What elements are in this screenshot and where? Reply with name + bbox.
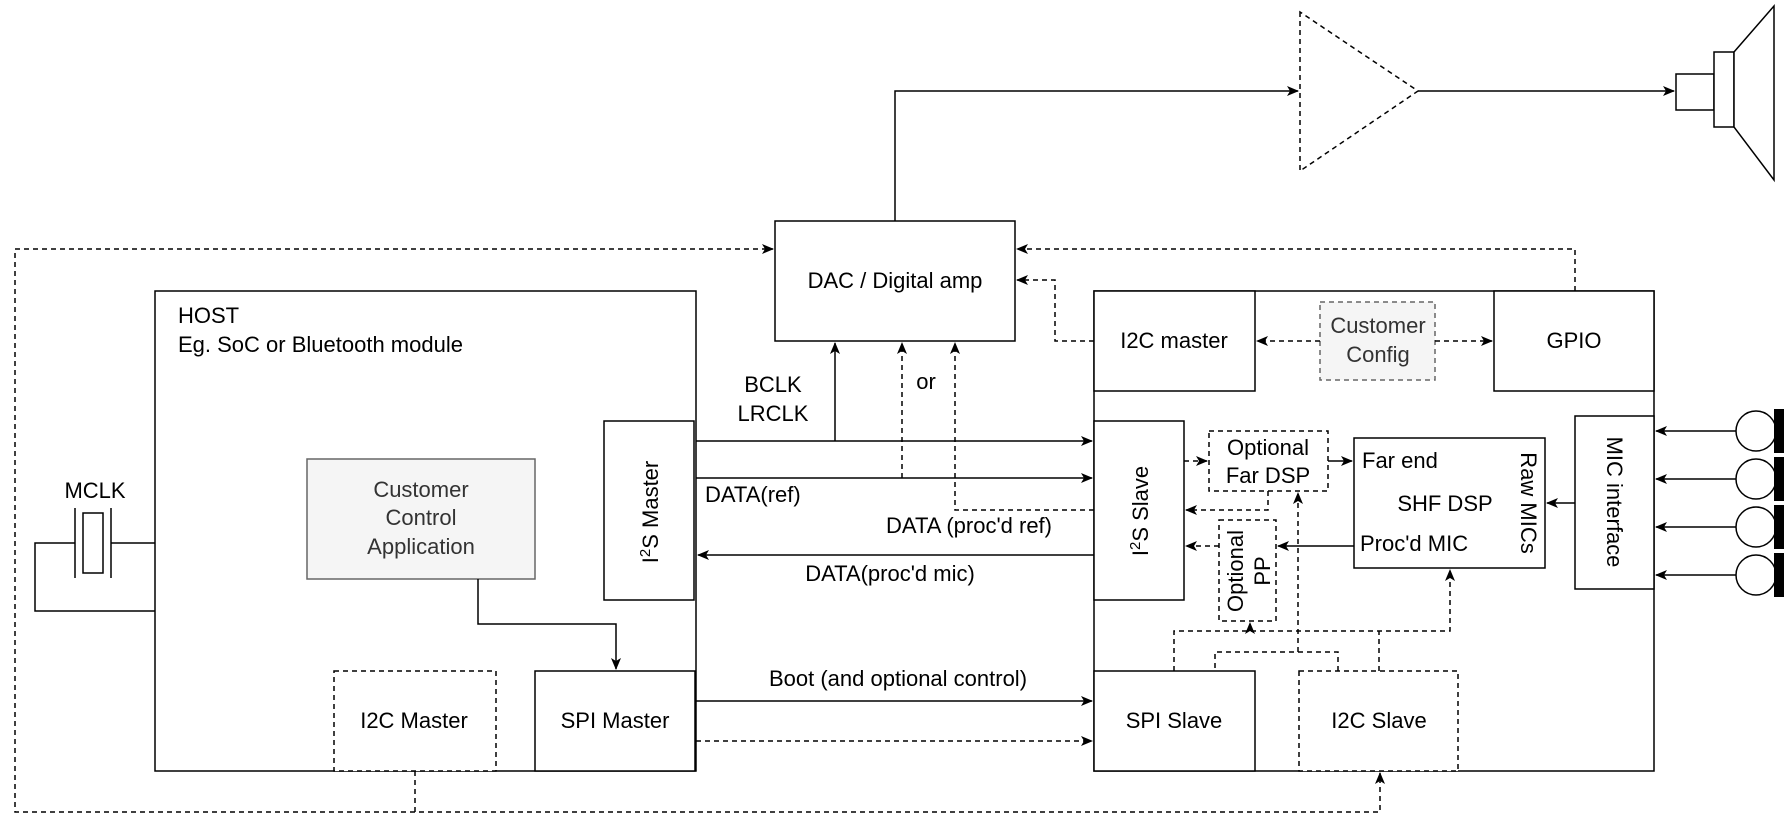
i2c-to-dac-line [14, 244, 774, 813]
customer-config-line-1: Customer [1330, 313, 1425, 338]
or-label: or [916, 369, 936, 394]
spi-slave-control-bus [1173, 569, 1455, 671]
i2c-bus-line [414, 771, 1385, 813]
i2s-slave-label: I2S Slave [1127, 466, 1153, 556]
mic-icon [1655, 505, 1784, 549]
optional-far-dsp-line-1: Optional [1227, 435, 1309, 460]
lrclk-label: LRCLK [738, 401, 809, 426]
shf-dsp-block: Far end SHF DSP Proc'd MIC Raw MICs [1353, 437, 1546, 569]
cca-line-1: Customer [373, 477, 468, 502]
boot-label: Boot (and optional control) [769, 666, 1027, 691]
host-i2c-master-block: I2C Master [333, 670, 497, 772]
cca-line-3: Application [367, 534, 475, 559]
optional-far-dsp-line-2: Far DSP [1226, 463, 1310, 488]
optional-pp-line-1: Optional [1223, 530, 1248, 612]
spi-master-label: SPI Master [561, 708, 670, 733]
optional-far-dsp-block: Optional Far DSP [1208, 430, 1329, 492]
mic-icon [1655, 457, 1784, 501]
i2s-slave-block: I2S Slave [1093, 420, 1185, 601]
control-bus-jumper [1214, 651, 1339, 671]
spi-slave-label: SPI Slave [1126, 708, 1223, 733]
optional-pp-line-2: PP [1250, 556, 1275, 585]
customer-config-block: Customer Config [1319, 301, 1436, 381]
spi-master-block: SPI Master [534, 670, 696, 772]
far-dsp-to-i2s-slave-line [1185, 491, 1269, 515]
gpio-to-dac-line [1016, 244, 1576, 291]
dac-label: DAC / Digital amp [808, 268, 983, 293]
host-subtitle: Eg. SoC or Bluetooth module [178, 332, 463, 357]
cca-line-2: Control [386, 505, 457, 530]
optional-pp-block: Optional PP [1218, 519, 1277, 622]
gpio-label: GPIO [1546, 328, 1601, 353]
mic-interface-label: MIC interface [1602, 437, 1627, 568]
host-i2c-master-label: I2C Master [360, 708, 468, 733]
host-title: HOST [178, 303, 239, 328]
far-end-label: Far end [1362, 448, 1438, 473]
data-procd-mic-label: DATA(proc'd mic) [805, 561, 975, 586]
spi-slave-block: SPI Slave [1093, 670, 1256, 772]
speaker-icon [1675, 3, 1775, 183]
device-i2c-master-label: I2C master [1120, 328, 1228, 353]
crystal-body [82, 512, 104, 574]
i2s-master-block: I2S Master [603, 420, 695, 601]
shf-dsp-label: SHF DSP [1397, 491, 1492, 516]
mclk-crystal: MCLK [34, 478, 155, 612]
i2c-slave-label: I2C Slave [1331, 708, 1426, 733]
customer-control-application-block: Customer Control Application [306, 458, 536, 580]
gpio-block: GPIO [1493, 290, 1655, 392]
device-i2c-to-dac-line [1016, 275, 1094, 342]
i2c-slave-block: I2C Slave [1298, 670, 1459, 772]
amplifier-triangle [1299, 10, 1420, 173]
mic-icon [1655, 553, 1784, 597]
i2s-master-label: I2S Master [637, 461, 663, 564]
customer-config-line-2: Config [1346, 342, 1410, 367]
raw-mics-label: Raw MICs [1516, 452, 1541, 553]
mic-interface-block: MIC interface [1574, 415, 1655, 590]
data-procd-ref-label: DATA (proc'd ref) [886, 513, 1052, 538]
dac-block: DAC / Digital amp [774, 220, 1016, 342]
app-to-spi-line [477, 579, 621, 670]
microphones [1655, 409, 1784, 597]
mclk-label: MCLK [64, 478, 125, 503]
data-ref-label: DATA(ref) [705, 482, 801, 507]
data-procd-ref-line [950, 342, 1094, 511]
procd-mic-label: Proc'd MIC [1360, 531, 1468, 556]
mic-icon [1655, 409, 1784, 453]
device-i2c-master-block: I2C master [1093, 290, 1256, 392]
bclk-label: BCLK [744, 372, 802, 397]
